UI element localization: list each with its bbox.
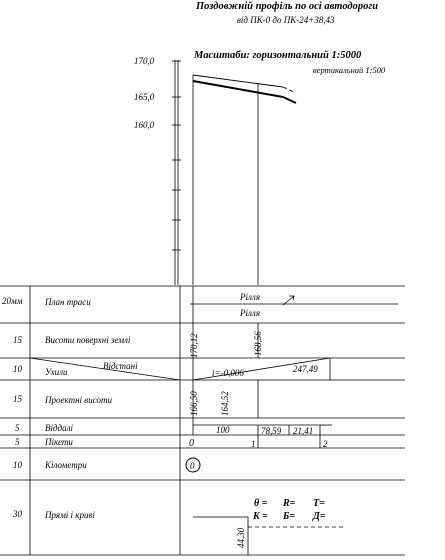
curve-tangent: T= — [313, 498, 325, 509]
distance-value: 21,41 — [293, 426, 313, 436]
elevation-tick-label: 160,0 — [134, 120, 155, 130]
picket-value: 0 — [189, 438, 194, 449]
curve-radius: R= — [282, 498, 296, 509]
ground-heights — [192, 323, 259, 358]
row-size: 30 — [12, 509, 23, 519]
scale-vertical: вертикальний 1:500 — [313, 65, 386, 75]
design-line — [192, 80, 284, 98]
curves-row — [193, 516, 343, 555]
row-label: Віддалі — [45, 423, 74, 433]
slope-distance: 247,49 — [293, 364, 318, 374]
row-label: Ухили — [45, 367, 68, 377]
straight-length: 44,30 — [236, 527, 246, 548]
design-line-tail — [282, 96, 297, 104]
row-label-secondary: Відстані — [103, 361, 138, 371]
design-heights — [192, 380, 259, 418]
row-size: 5 — [15, 423, 20, 433]
distances-row — [192, 418, 332, 448]
scale-horizontal: Масштаби: горизонтальний 1:5000 — [193, 50, 362, 61]
plan-label-bottom: Рілля — [239, 308, 260, 318]
row-label: Кілометри — [44, 460, 87, 470]
curve-length: K = — [252, 511, 268, 522]
curve-domer: Д= — [312, 511, 326, 522]
route-plan — [190, 286, 398, 323]
row-size: 10 — [13, 460, 23, 470]
ground-line — [192, 74, 284, 88]
curve-bisector: Б= — [282, 511, 295, 522]
elevation-tick-label: 165,0 — [134, 92, 155, 102]
picket-value: 2 — [323, 439, 328, 449]
design-height-value: 166,50 — [189, 391, 199, 416]
elevation-tick-label: 170,0 — [134, 56, 155, 66]
distance-value: 100 — [216, 425, 230, 435]
row-label: Висоти поверхні землі — [45, 335, 131, 345]
ground-height-value: 170,12 — [189, 333, 199, 358]
ground-height-value: 168,56 — [253, 331, 263, 356]
curve-theta: θ = — [254, 498, 268, 509]
plan-label-top: Рілля — [239, 292, 260, 302]
slope-value: i=-0,006 — [212, 368, 244, 378]
row-label: Проектні висоти — [44, 395, 112, 405]
row-label: Пікети — [44, 437, 73, 447]
design-height-value: 164,52 — [220, 391, 230, 416]
kilometer-marker — [185, 457, 201, 473]
row-size: 20мм — [2, 296, 23, 306]
profile-title: Поздовжній профіль по осі автодороги — [195, 1, 378, 12]
profile-range: від ПК-0 до ПК-24+38,43 — [237, 15, 335, 25]
profile-lines — [192, 74, 297, 285]
row-label: План траси — [44, 297, 91, 307]
profile-table — [0, 285, 405, 556]
distance-value: 78,59 — [261, 426, 282, 436]
row-size: 5 — [15, 437, 20, 447]
picket-value: 1 — [251, 439, 256, 449]
slope-row — [192, 357, 331, 381]
row-label: Прямі і криві — [44, 510, 95, 520]
kilometer-value: 0 — [190, 461, 195, 471]
elevation-axis — [172, 60, 181, 285]
row-size: 10 — [13, 364, 23, 374]
row-size: 15 — [13, 335, 23, 345]
row-size: 15 — [13, 394, 23, 404]
ground-line-dashed — [282, 86, 297, 94]
